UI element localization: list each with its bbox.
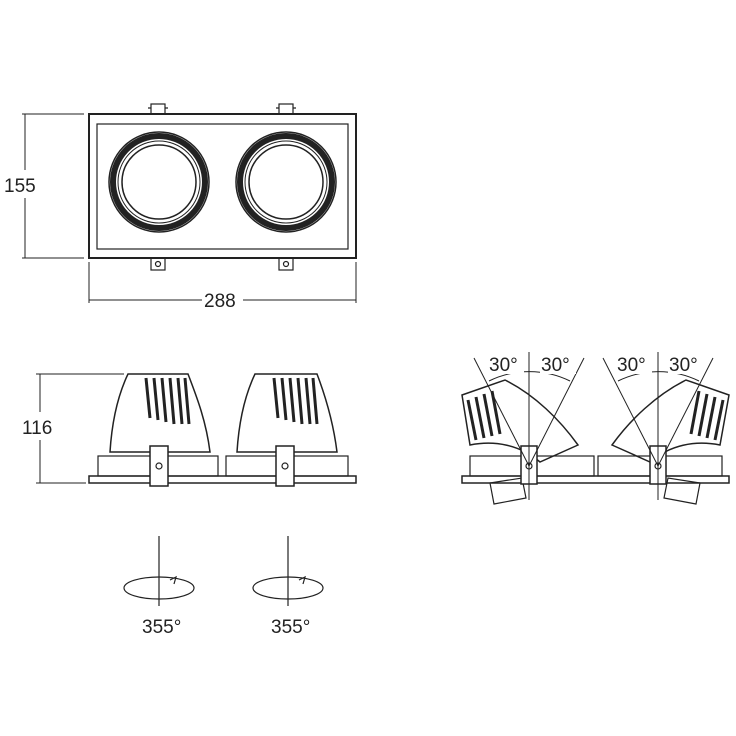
rotation-right: [252, 536, 324, 606]
top-clips: [148, 103, 296, 115]
rotation-label-left: 355°: [142, 617, 181, 638]
rotation-label-right: 355°: [271, 617, 310, 638]
label-bg: [540, 352, 576, 374]
lamp-right-side: [236, 373, 338, 487]
label-bg: [616, 352, 652, 374]
lamp-right-top: [235, 131, 337, 233]
label-bg: [488, 352, 524, 374]
tilt-angle-label-3: 30°: [617, 355, 646, 376]
height-dimension-side: [36, 373, 124, 484]
lamp-left-tilted: [461, 379, 580, 505]
tilt-view: 30° 30° 30° 30°: [461, 352, 730, 505]
width-dimension-top: [88, 262, 357, 303]
width-dim-288: 288: [204, 291, 236, 312]
label-bg: [668, 352, 704, 374]
tilt-angle-label-2: 30°: [541, 355, 570, 376]
lamp-left-top: [108, 131, 210, 233]
tilt-angle-label-4: 30°: [669, 355, 698, 376]
lamp-left-side: [109, 373, 211, 487]
height-dim-155: 155: [4, 176, 36, 197]
rotation-left: [123, 536, 195, 606]
outer-frame: [88, 113, 357, 259]
tilt-angle-lines: [473, 352, 714, 500]
bottom-clips: [150, 257, 294, 271]
lamp-right-tilted: [610, 379, 730, 505]
inner-frame: [96, 123, 349, 250]
rotation-view: 355° 355°: [123, 536, 324, 638]
side-view: 116: [22, 373, 357, 487]
tilt-angle-label-1: 30°: [489, 355, 518, 376]
top-view: 155 288: [4, 103, 357, 312]
height-dimension-top: [22, 113, 84, 259]
height-dim-116: 116: [22, 418, 52, 439]
